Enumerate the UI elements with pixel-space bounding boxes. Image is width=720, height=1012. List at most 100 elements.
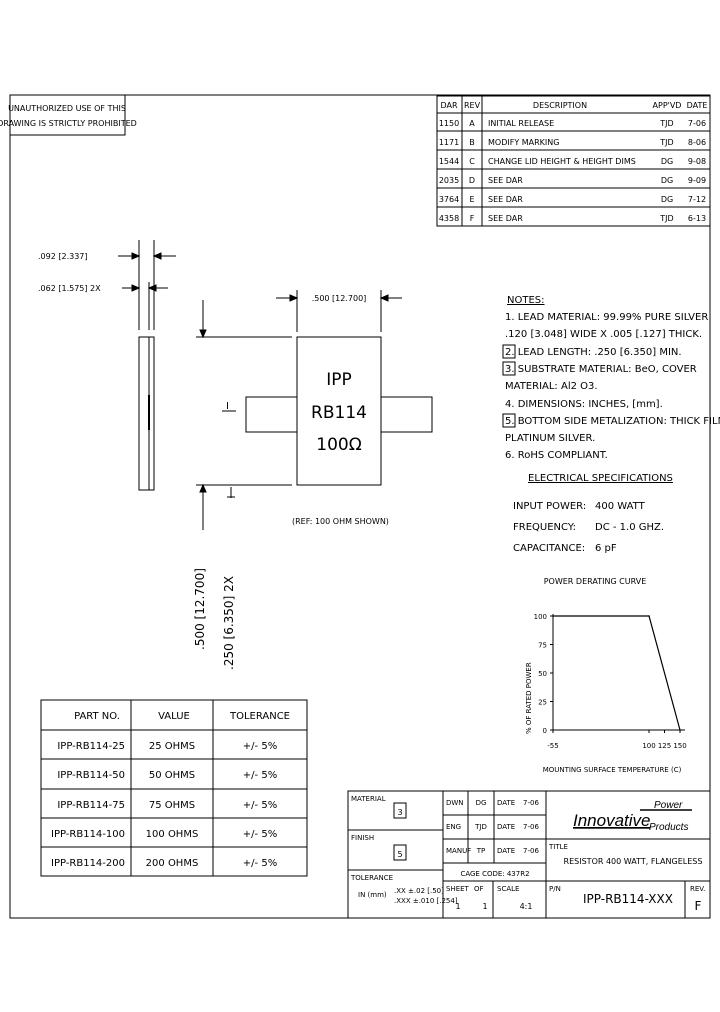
- rev-letter: E: [469, 195, 474, 204]
- sheet-label: SHEET: [446, 885, 470, 893]
- rev-row: 4358 F SEE DAR TJD 6-13: [439, 214, 706, 223]
- tolerance-line-2: .XXX ±.010 [.254]: [394, 897, 458, 905]
- manuf-date-label: DATE: [497, 847, 515, 855]
- rev-header-dar: DAR: [440, 101, 457, 110]
- rev-approver: TJD: [659, 138, 673, 147]
- manuf-value: TP: [476, 847, 486, 855]
- part-value: 200 OHMS: [146, 858, 199, 869]
- y-tick-label: 25: [538, 699, 547, 707]
- note-line: 1. LEAD MATERIAL: 99.99% PURE SILVER: [505, 312, 708, 323]
- rev-approver: TJD: [659, 214, 673, 223]
- part-number: IPP-RB114-25: [57, 741, 125, 752]
- pn-label: P/N: [549, 885, 561, 893]
- y-tick-label: 50: [538, 670, 547, 678]
- notice-box: UNAUTHORIZED USE OF THIS DRAWING IS STRI…: [0, 94, 137, 136]
- spec-value: 6 pF: [595, 543, 617, 554]
- rev-date: 6-13: [688, 214, 706, 223]
- rev-letter: F: [470, 214, 475, 223]
- spec-value: 400 WATT: [595, 501, 646, 512]
- rev-dar: 1544: [439, 157, 459, 166]
- x-tick-label: -55: [547, 742, 558, 750]
- part-number: IPP-RB114-75: [57, 800, 125, 811]
- x-tick-label: 125: [658, 742, 671, 750]
- part-tolerance: +/- 5%: [243, 858, 277, 869]
- rev-header-date: DATE: [687, 101, 708, 110]
- notice-line-2: DRAWING IS STRICTLY PROHIBITED: [0, 119, 137, 128]
- y-tick-label: 0: [543, 727, 547, 735]
- rev-row: 1544 C CHANGE LID HEIGHT & HEIGHT DIMS D…: [439, 157, 706, 166]
- parts-header-value: VALUE: [158, 711, 190, 722]
- rev-row: 1171 B MODIFY MARKING TJD 8-06: [439, 138, 706, 147]
- rev-description: SEE DAR: [488, 195, 523, 204]
- rev-dar: 1150: [439, 119, 459, 128]
- note-flag-box: [502, 361, 516, 376]
- part-number-main: IPP-RB114-XXX: [583, 892, 673, 906]
- material-label: MATERIAL: [351, 795, 386, 803]
- note-line: 2. LEAD LENGTH: .250 [6.350] MIN.: [505, 347, 682, 358]
- rev-description: MODIFY MARKING: [488, 138, 559, 147]
- part-value: 75 OHMS: [149, 800, 195, 811]
- of-label: OF: [474, 885, 484, 893]
- marking-line-1: IPP: [326, 370, 352, 390]
- of-value: 1: [482, 902, 487, 911]
- spec-label: FREQUENCY:: [513, 522, 576, 533]
- dim-thickness: .092 [2.337]: [38, 252, 88, 261]
- revision-value: F: [695, 899, 702, 913]
- spec-label: CAPACITANCE:: [513, 543, 585, 554]
- parts-table: PART NO. VALUE TOLERANCE IPP-RB114-25 25…: [40, 699, 308, 877]
- note-flag-box: [502, 413, 516, 428]
- electrical-specs: ELECTRICAL SPECIFICATIONS INPUT POWER: 4…: [513, 473, 673, 554]
- derating-curve: [553, 615, 681, 731]
- derating-point: [552, 615, 554, 617]
- lead-right: [380, 396, 433, 433]
- title-block: MATERIAL 3 FINISH 5 TOLERANCE IN (mm) .X…: [347, 790, 711, 919]
- marking-line-3: 100Ω: [316, 435, 361, 455]
- top-view: IPP RB114 100Ω I (REF: 100 OHM SHOWN) .5…: [193, 290, 433, 670]
- tolerance-unit: IN (mm): [358, 891, 387, 899]
- title-label: TITLE: [548, 843, 568, 851]
- rev-description: INITIAL RELEASE: [488, 119, 554, 128]
- tolerance-line-1: .XX ±.02 [.50]: [394, 887, 444, 895]
- rev-header-description: DESCRIPTION: [533, 101, 587, 110]
- rev-letter: A: [469, 119, 475, 128]
- dim-substrate: .062 [1.575] 2X: [38, 284, 101, 293]
- scale-value: 4:1: [520, 902, 533, 911]
- eng-date-label: DATE: [497, 823, 515, 831]
- eng-date: 7-06: [523, 823, 539, 831]
- finish-value: 5: [397, 850, 402, 859]
- drawing-title: RESISTOR 400 WATT, FLANGELESS: [564, 857, 703, 866]
- rev-dar: 4358: [439, 214, 459, 223]
- rev-label: REV.: [690, 885, 705, 893]
- rev-description: CHANGE LID HEIGHT & HEIGHT DIMS: [488, 157, 636, 166]
- rev-row: 2035 D SEE DAR DG 9-09: [439, 176, 706, 185]
- part-number: IPP-RB114-100: [51, 829, 125, 840]
- lead-identifier: I: [226, 401, 229, 412]
- rev-approver: DG: [661, 176, 673, 185]
- rev-description: SEE DAR: [488, 214, 523, 223]
- note-line: 5. BOTTOM SIDE METALIZATION: THICK FILM: [505, 416, 720, 427]
- rev-date: 8-06: [688, 138, 706, 147]
- spec-label: INPUT POWER:: [513, 501, 586, 512]
- rev-letter: B: [469, 138, 475, 147]
- note-flag-box: [502, 344, 516, 359]
- logo-top: Power: [654, 800, 683, 811]
- rev-header-rev: REV: [464, 101, 481, 110]
- parts-header-tolerance: TOLERANCE: [229, 711, 290, 722]
- y-axis-label: % OF RATED POWER: [525, 662, 533, 734]
- y-tick-label: 100: [534, 613, 547, 621]
- dwn-date-label: DATE: [497, 799, 515, 807]
- x-tick-label: 100: [642, 742, 655, 750]
- derating-point: [679, 729, 681, 731]
- logo-bottom: Products: [649, 822, 688, 833]
- cage-code: CAGE CODE: 437R2: [460, 870, 529, 878]
- y-tick-label: 75: [538, 642, 547, 650]
- rev-approver: DG: [661, 195, 673, 204]
- notes: NOTES: 1. LEAD MATERIAL: 99.99% PURE SIL…: [502, 295, 720, 461]
- rev-row: 3764 E SEE DAR DG 7-12: [439, 195, 706, 204]
- note-line: 4. DIMENSIONS: INCHES, [mm].: [505, 399, 663, 410]
- manuf-date: 7-06: [523, 847, 539, 855]
- dim-body-width: .500 [12.700]: [312, 294, 367, 303]
- rev-date: 9-09: [688, 176, 706, 185]
- x-tick-label: 150: [673, 742, 686, 750]
